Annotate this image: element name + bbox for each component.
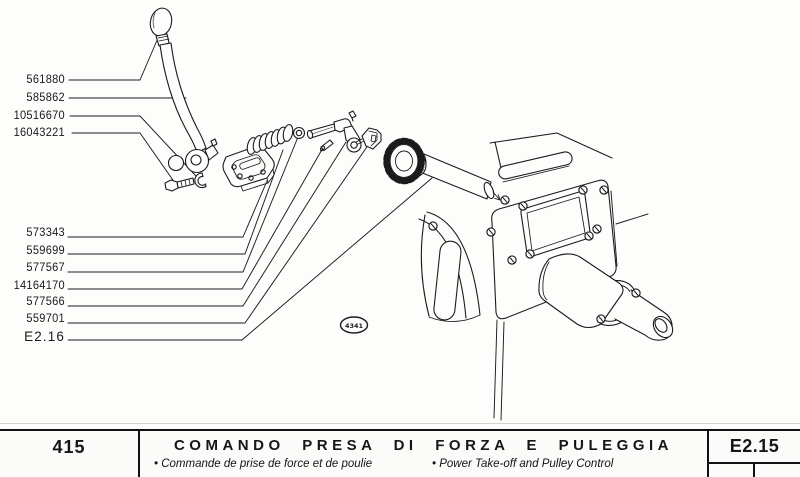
plate-subtitles: • Commande de prise de force et de pouli… <box>140 458 707 470</box>
part-number-label: 577567 <box>26 262 65 274</box>
subtitle-english: • Power Take-off and Pulley Control <box>432 458 614 470</box>
plate-reference-label: E2.16 <box>24 328 65 344</box>
model-badge-text: 4341 <box>345 322 364 330</box>
part-number-label: 10516670 <box>13 110 66 122</box>
plate-code-cell: E2.15 <box>707 431 800 477</box>
leader-lines <box>67 37 433 341</box>
fork-clip <box>355 127 382 150</box>
scan-artifact-line <box>0 423 800 424</box>
title-block: COMANDO PRESA DI FORZA E PULEGGIA • Comm… <box>140 431 707 477</box>
hand-lever <box>149 7 219 174</box>
washer <box>292 126 306 140</box>
pto-shaft-guard <box>538 253 674 341</box>
part-number-label: 561880 <box>26 74 65 86</box>
subcell-right <box>755 464 800 477</box>
page-number-text: 415 <box>52 437 86 457</box>
plate-code: E2.15 <box>729 436 780 456</box>
part-number-label: 559701 <box>26 313 65 325</box>
plate-code-subcells <box>709 462 800 477</box>
model-badge: 4341 <box>339 316 369 334</box>
part-number-label: 559699 <box>26 245 65 257</box>
part-number-label: 16043221 <box>13 127 66 139</box>
part-number-label: 585862 <box>26 92 65 104</box>
footer-table: 415 COMANDO PRESA DI FORZA E PULEGGIA • … <box>0 429 800 477</box>
bolt-and-washer <box>164 172 207 192</box>
subcell-left <box>709 464 755 477</box>
coil-spring <box>246 124 294 155</box>
part-number-label: 573343 <box>26 227 65 239</box>
part-number-label: 14164170 <box>13 280 66 292</box>
part-number-label: 577566 <box>26 296 65 308</box>
bracket-plate <box>222 145 275 192</box>
roll-pin <box>319 139 334 152</box>
page-number: 415 <box>0 431 140 477</box>
bell-crank-lever <box>306 110 362 153</box>
plate-title: COMANDO PRESA DI FORZA E PULEGGIA <box>173 437 674 454</box>
subtitle-french: • Commande de prise de force et de pouli… <box>154 458 373 470</box>
pto-gear-and-shaft <box>383 137 501 201</box>
